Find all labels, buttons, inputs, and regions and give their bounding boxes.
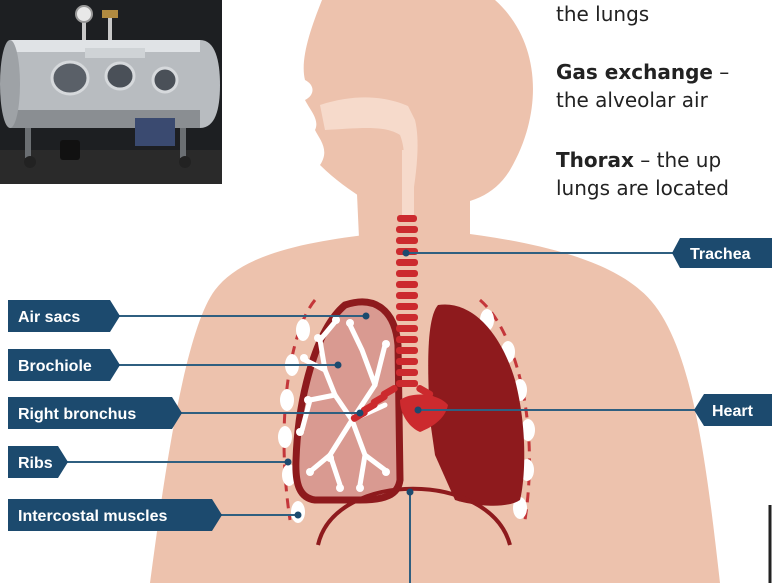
text-thorax-line2: lungs are located <box>556 176 729 200</box>
iron-lung-photo <box>0 0 222 184</box>
label-right-bronchus: Right bronchus <box>8 397 182 429</box>
label-air-sacs: Air sacs <box>8 300 120 332</box>
label-intercostal-muscles: Intercostal muscles <box>8 499 222 531</box>
text-thorax-dash: – the up <box>634 148 721 172</box>
label-brochiole-text: Brochiole <box>18 358 92 375</box>
label-intercostal-muscles-text: Intercostal muscles <box>18 508 168 525</box>
term-gas-exchange: Gas exchange <box>556 60 713 84</box>
label-ribs: Ribs <box>8 446 68 478</box>
label-air-sacs-text: Air sacs <box>18 309 80 326</box>
label-right-bronchus-text: Right bronchus <box>18 406 136 423</box>
text-gas-exchange-dash: – <box>713 60 729 84</box>
label-trachea: Trachea <box>672 238 772 268</box>
label-ribs-text: Ribs <box>18 455 53 472</box>
label-brochiole: Brochiole <box>8 349 120 381</box>
label-heart: Heart <box>694 394 772 426</box>
text-gas-exchange-line2: the alveolar air <box>556 88 708 112</box>
text-lungs-line: the lungs <box>556 0 649 28</box>
text-thorax: Thorax – the up lungs are located <box>556 146 729 202</box>
label-trachea-text: Trachea <box>690 246 751 263</box>
text-gas-exchange: Gas exchange – the alveolar air <box>556 58 729 114</box>
text-lungs: the lungs <box>556 2 649 26</box>
term-thorax: Thorax <box>556 148 634 172</box>
label-heart-text: Heart <box>712 403 754 420</box>
